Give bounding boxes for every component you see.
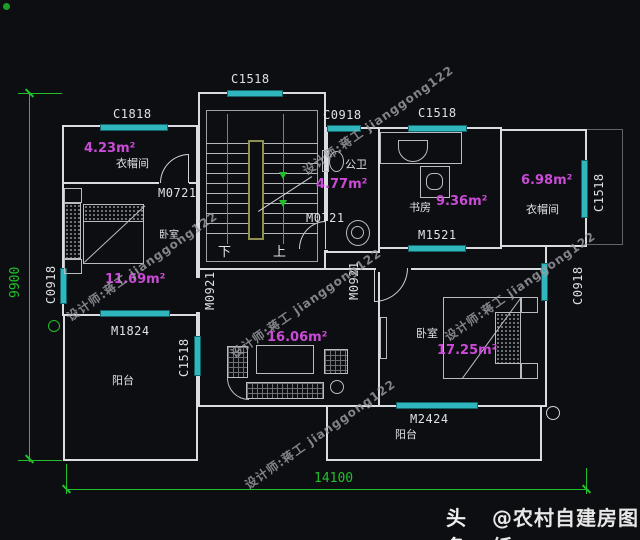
- area-bedroom-left: 11.69m²: [105, 272, 166, 287]
- dimension-line-vertical: [29, 94, 30, 462]
- area-family-hall: 16.06m²: [267, 330, 328, 345]
- label-c1518-top: C1518: [231, 72, 270, 86]
- area-bathroom: 4.77m²: [316, 177, 368, 192]
- window-c1818: [100, 124, 168, 131]
- window-c1518-top: [227, 90, 283, 97]
- label-c1518-right: C1518: [592, 173, 606, 212]
- door-m2424: [396, 402, 478, 409]
- stair-down-label: 下: [218, 245, 232, 260]
- dimension-line-horizontal: [66, 489, 586, 490]
- area-study: 9.36m²: [436, 194, 488, 209]
- platform-badge: 头条 @农村自建房图纸: [446, 502, 640, 540]
- label-c1518-balcony: C1518: [177, 338, 191, 377]
- tv-cabinet-bedroom-right: [380, 317, 387, 359]
- nightstand-left-bottom: [64, 259, 82, 274]
- toutiao-logo-text: 头条: [446, 506, 467, 540]
- nightstand-right-bottom: [521, 363, 538, 379]
- corner-marker-dot: [3, 3, 10, 10]
- coffee-table: [256, 345, 314, 374]
- window-c1518-right: [581, 160, 588, 218]
- stair-up-label: 上: [273, 245, 287, 260]
- dimension-witness-top: [18, 93, 62, 94]
- room-name-cloakroom-left: 衣帽间: [116, 157, 149, 170]
- door-opening-bedroom-left: [196, 278, 202, 312]
- room-name-cloakroom-right: 衣帽间: [526, 203, 559, 216]
- label-m0721-cloak: M0721: [158, 186, 197, 200]
- door-opening-bathroom: [324, 221, 330, 250]
- account-handle: @农村自建房图纸: [492, 506, 639, 540]
- door-opening-cloakroom-left: [159, 180, 189, 186]
- study-wardrobe: [380, 132, 462, 164]
- dimension-witness-left: [66, 464, 67, 494]
- column-marker-right: [546, 406, 560, 420]
- dimension-total-height: 9900: [8, 266, 23, 298]
- area-cloakroom-left: 4.23m²: [84, 141, 136, 156]
- toilet-tank: [322, 150, 329, 172]
- sofa-row: [246, 382, 324, 399]
- window-c0918-top: [327, 125, 361, 132]
- label-m0921-hall: M0921: [203, 271, 217, 310]
- washbasin-inner: [351, 226, 364, 239]
- room-name-study: 书房: [409, 201, 431, 214]
- stair-guide-line-left: [227, 114, 228, 244]
- room-name-balcony-right: 阳台: [395, 428, 417, 441]
- wall-step-connector: [545, 247, 547, 270]
- study-chair: [426, 173, 443, 190]
- window-c0918-left: [60, 268, 67, 304]
- stair-arrow-lower: [279, 200, 287, 207]
- room-name-bathroom: 公卫: [345, 158, 367, 171]
- bed-right-pillow: [495, 312, 521, 364]
- door-m1824: [100, 310, 170, 317]
- stair-arrow-upper: [279, 172, 287, 179]
- stair-center-rail: [248, 140, 264, 240]
- room-name-bedroom-left: 卧室: [159, 230, 179, 241]
- nightstand-right-top: [521, 297, 538, 313]
- label-c0918-right: C0918: [571, 266, 585, 305]
- door-m1521: [408, 245, 466, 252]
- window-c1518-balcony: [194, 336, 201, 376]
- dimension-witness-bottom: [18, 460, 62, 461]
- nightstand-left-top: [64, 188, 82, 203]
- sofa-side-table-square: [324, 349, 348, 374]
- witness-line-right-bottom: [587, 244, 623, 245]
- sofa-armchair-left: [227, 346, 248, 378]
- room-name-bedroom-right: 卧室: [416, 327, 438, 340]
- dimension-witness-right: [586, 468, 587, 494]
- witness-line-right-top: [587, 129, 623, 130]
- window-c1518-top-right: [408, 125, 467, 132]
- area-bedroom-right: 17.25m²: [437, 343, 498, 358]
- sofa-side-table-round: [330, 380, 344, 394]
- stair-guide-line-right: [283, 114, 284, 244]
- window-c0918-right: [541, 263, 548, 301]
- level-marker-left: [48, 320, 60, 332]
- room-name-balcony-left: 阳台: [112, 374, 134, 387]
- wall-cloakroom-right: [500, 129, 587, 247]
- bed-left-pillow: [83, 204, 144, 222]
- label-m2424: M2424: [410, 412, 449, 426]
- label-c1518-top-right: C1518: [418, 106, 457, 120]
- dimension-total-width: 14100: [314, 471, 354, 486]
- label-c0918-top: C0918: [323, 108, 362, 122]
- study-desk: [420, 166, 450, 198]
- toilet-bowl: [329, 151, 344, 172]
- wardrobe-left: [64, 203, 81, 259]
- label-m0721-bath: M0721: [306, 211, 345, 225]
- label-c0918-left: C0918: [44, 265, 58, 304]
- label-m1521: M1521: [418, 228, 457, 242]
- witness-line-right-vertical: [622, 129, 623, 245]
- washbasin-outer: [346, 220, 370, 246]
- label-m1824: M1824: [111, 324, 150, 338]
- label-c1818: C1818: [113, 107, 152, 121]
- area-cloakroom-right: 6.98m²: [521, 173, 573, 188]
